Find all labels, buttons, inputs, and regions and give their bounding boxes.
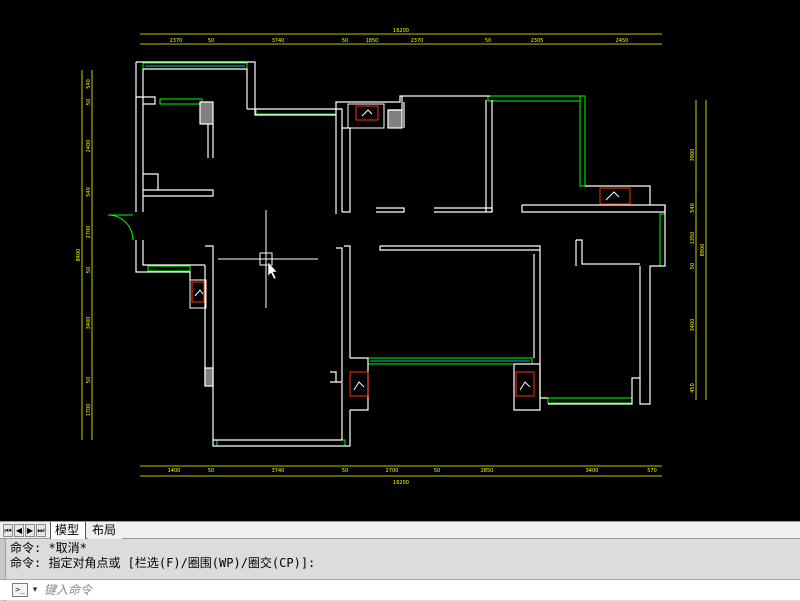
floor-plan: 1620023705037405018502370502305245016200… — [76, 28, 707, 486]
fixtures — [189, 103, 631, 397]
command-history-line: 命令: 指定对角点或 [栏选(F)/圈围(WP)/圈交(CP)]: — [10, 556, 316, 570]
command-input-bar: >_ ▾ — [0, 579, 800, 600]
dimension-label-bottom: 1400 — [168, 468, 181, 474]
dimension-label-bottom: 3740 — [272, 468, 285, 474]
window-left-lower — [147, 265, 191, 272]
window-top-right — [487, 95, 581, 102]
door-swing — [107, 214, 134, 241]
dimension-label-right: 450 — [690, 383, 696, 393]
dimension-label-right: 50 — [690, 263, 696, 269]
dimension-label-bottom: 50 — [208, 468, 214, 474]
walls — [135, 61, 666, 447]
last-tab-icon[interactable]: ⏭ — [36, 524, 46, 537]
dimension-label-right: 1350 — [690, 232, 696, 245]
dimension-label-bottom: 3400 — [586, 468, 599, 474]
dimension-label-left: 50 — [86, 267, 92, 273]
dimension-label-bottom: 2700 — [386, 468, 399, 474]
tab-model[interactable]: 模型 — [50, 522, 87, 539]
dimension-label-top: 1850 — [366, 38, 379, 44]
window-right-mid — [659, 213, 666, 267]
dimension-label-top: 2370 — [170, 38, 183, 44]
dimension-label-top: 50 — [342, 38, 348, 44]
command-history: 命令: *取消* 命令: 指定对角点或 [栏选(F)/圈围(WP)/圈交(CP)… — [0, 541, 800, 577]
command-window-grip[interactable] — [0, 539, 6, 601]
dimension-label-right: 540 — [690, 203, 696, 213]
command-input[interactable] — [44, 581, 784, 599]
dimension-label-top: 50 — [485, 38, 491, 44]
dimension-label-left: 1700 — [86, 404, 92, 417]
fixture-marker — [599, 187, 631, 205]
dimension-label-bottom: 2850 — [481, 468, 494, 474]
command-history-line: 命令: *取消* — [10, 541, 87, 555]
dimension-label-top: 3740 — [272, 38, 285, 44]
dimension-label-bottom: 570 — [647, 468, 657, 474]
dimension-label-left: 2700 — [86, 226, 92, 239]
chevron-down-icon[interactable]: ▾ — [32, 585, 38, 595]
dimension-label-top: 2305 — [531, 38, 544, 44]
dimension-label-left-overall: 8400 — [76, 249, 82, 262]
dimension-label-left: 540 — [86, 187, 92, 197]
fixture-marker — [349, 371, 369, 397]
crosshair-cursor-icon — [218, 210, 318, 308]
window-room-small — [159, 98, 203, 105]
fixture-marker — [355, 105, 379, 121]
dimension-label-left: 3400 — [86, 317, 92, 330]
dimension-label-bottom: 50 — [434, 468, 440, 474]
prev-tab-icon[interactable]: ◀ — [14, 524, 24, 537]
first-tab-icon[interactable]: ⏮ — [3, 524, 13, 537]
window-bottom-left — [216, 439, 346, 447]
dimension-label-left: 50 — [86, 377, 92, 383]
window-top-mid — [255, 108, 337, 115]
dimension-label-top: 50 — [208, 38, 214, 44]
fixture-marker — [515, 371, 535, 397]
command-prompt-icon[interactable]: >_ — [12, 583, 28, 597]
dimension-lines — [81, 33, 707, 477]
command-window: 命令: *取消* 命令: 指定对角点或 [栏选(F)/圈围(WP)/圈交(CP)… — [0, 539, 800, 601]
dimension-label-left: 50 — [86, 99, 92, 105]
dimension-label-bottom: 50 — [342, 468, 348, 474]
fixture-marker — [191, 281, 205, 303]
dimension-label-left: 540 — [86, 79, 92, 89]
dimension-label-left: 2400 — [86, 140, 92, 153]
dimension-label-top-overall: 16200 — [393, 28, 409, 34]
dimension-label-bottom-overall: 16200 — [393, 480, 409, 486]
layout-tab-bar: ⏮ ◀ ▶ ⏭ 模型 布局 — [0, 521, 800, 539]
dimension-label-right-overall: 8900 — [700, 244, 706, 257]
dimension-label-right: 3900 — [690, 149, 696, 162]
tab-layout[interactable]: 布局 — [88, 522, 123, 539]
window-right-upper — [579, 95, 586, 187]
dimension-label-top: 2450 — [616, 38, 629, 44]
dimension-label-top: 2370 — [411, 38, 424, 44]
next-tab-icon[interactable]: ▶ — [25, 524, 35, 537]
dimension-label-right: 3400 — [690, 319, 696, 332]
window-bottom-right — [547, 397, 633, 404]
